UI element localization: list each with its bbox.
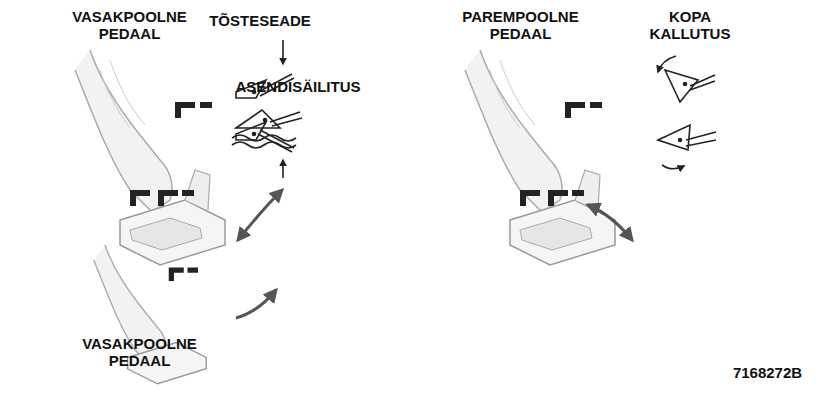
figure-number: 7168272B [725,364,810,381]
pedal-label: VASAKPOOLNE PEDAAL [82,335,197,369]
pedal-label: PAREMPOOLNE PEDAAL [458,8,583,42]
pedal-label: VASAKPOOLNE PEDAAL [72,8,187,42]
function-label: TÕSTESEADE [205,12,315,29]
function-label: ASENDISÄILITUS [228,78,368,95]
function-label: KOPA KALLUTUS [640,8,740,42]
